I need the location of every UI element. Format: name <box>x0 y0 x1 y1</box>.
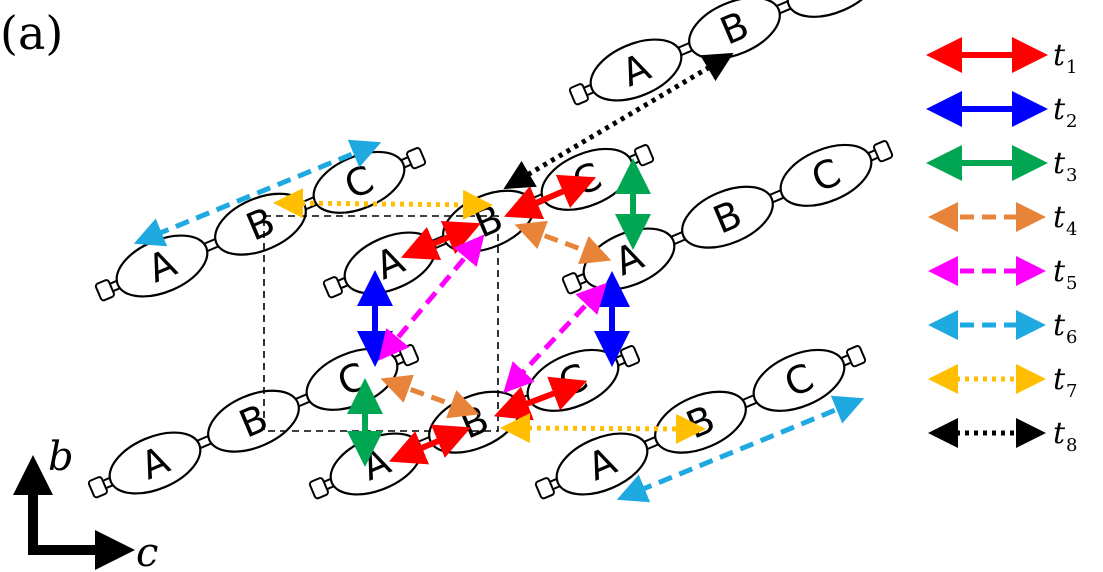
legend-symbol: t <box>1053 416 1066 451</box>
legend-subscript: 1 <box>1066 57 1077 78</box>
ring-c <box>779 143 873 207</box>
hopping-arrows-layer <box>133 52 865 503</box>
site-label-c: C <box>812 0 854 12</box>
axes-indicator: bc <box>13 434 158 572</box>
hopping-arrow-t7 <box>500 413 706 444</box>
end-cap <box>406 147 427 170</box>
legend-subscript: 3 <box>1066 165 1077 186</box>
legend-symbol: t <box>1053 200 1066 235</box>
panel-label: (a) <box>0 6 64 60</box>
legend-symbol: t <box>1053 308 1066 343</box>
hopping-arrow-t4 <box>380 374 480 419</box>
b-axis-label: b <box>48 434 74 480</box>
legend-subscript: 2 <box>1066 111 1077 132</box>
legend-subscript: 5 <box>1066 273 1077 294</box>
legend-subscript: 6 <box>1066 327 1077 348</box>
c-axis-label: c <box>136 530 158 572</box>
hopping-arrow-t4 <box>514 220 612 265</box>
molecule: ABC <box>568 0 880 106</box>
end-cap <box>94 279 115 302</box>
legend-subscript: 4 <box>1066 219 1077 240</box>
ring-b <box>207 389 300 453</box>
end-cap <box>873 140 894 163</box>
legend-symbol: t <box>1053 146 1066 181</box>
hopping-arrow-t6 <box>616 395 865 503</box>
hopping-arrow-t7 <box>273 188 493 220</box>
hopping-arrow-t1 <box>388 424 472 465</box>
ring-c <box>786 0 880 18</box>
legend-symbol: t <box>1053 92 1066 127</box>
hopping-arrow-t5 <box>378 234 485 361</box>
end-cap <box>308 477 329 500</box>
ring-a <box>108 431 202 495</box>
end-cap <box>322 276 343 299</box>
legend-symbol: t <box>1053 254 1066 289</box>
end-cap <box>846 345 867 368</box>
legend-subscript: 8 <box>1066 435 1077 456</box>
ring-b <box>688 0 781 60</box>
legend-symbol: t <box>1053 38 1066 73</box>
legend-symbol: t <box>1053 362 1066 397</box>
end-cap <box>87 476 108 499</box>
end-cap <box>534 477 555 500</box>
ring-b <box>681 185 774 249</box>
hopping-arrow-t6 <box>133 139 382 247</box>
legend-subscript: 7 <box>1066 381 1077 402</box>
